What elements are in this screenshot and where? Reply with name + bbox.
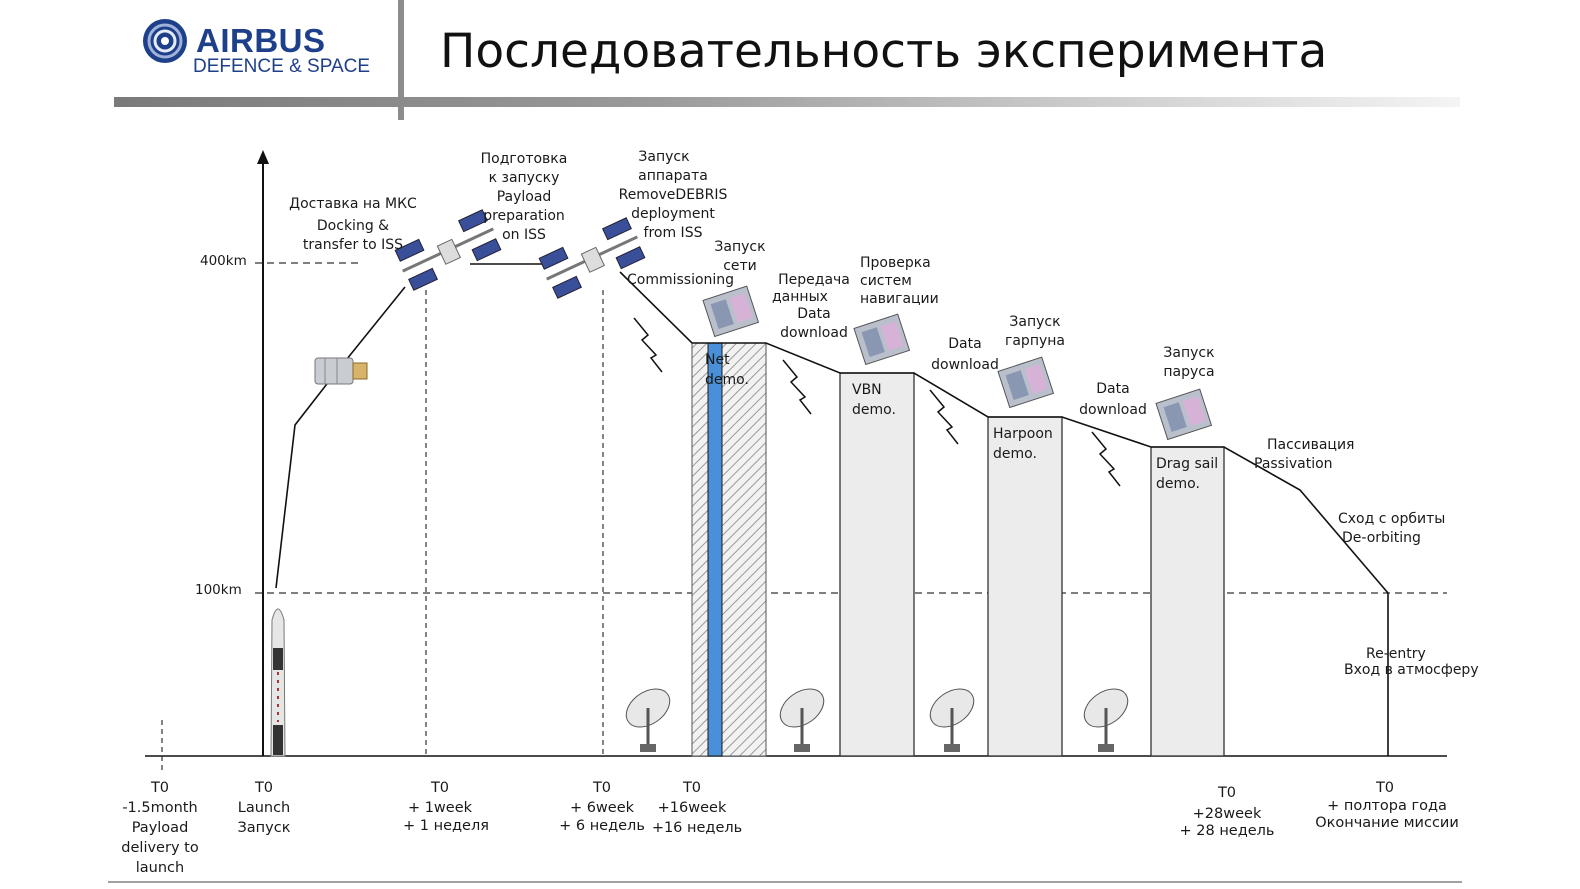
timeline-t1: T0 -1.5month Payload delivery to launch xyxy=(121,780,199,876)
net-demo-label: Net demo. xyxy=(705,352,749,388)
antenna-icon-3 xyxy=(929,688,975,752)
y-axis-arrow xyxy=(257,150,269,164)
antenna-icon-2 xyxy=(779,688,825,752)
axes xyxy=(108,150,1462,883)
airbus-logo-icon xyxy=(143,19,187,63)
trajectory-descent xyxy=(619,271,1389,756)
demo-boxes xyxy=(691,342,1225,757)
timeline-t3: T0 + 1week + 1 неделя xyxy=(403,780,489,834)
alt-100km-label: 100km xyxy=(195,582,242,598)
net-demo-stripe xyxy=(707,342,723,757)
vbn-demo-label: VBN demo. xyxy=(852,382,896,418)
satellite-icon-3 xyxy=(997,356,1055,409)
cargo-vehicle-icon xyxy=(314,357,368,385)
satellite-icon-1 xyxy=(702,285,760,338)
phase-prep: Подготовка к запуску Payload preparation… xyxy=(480,151,568,243)
phase-delivery-en1: Docking & xyxy=(316,218,390,234)
lightning-icons xyxy=(633,317,1121,487)
satellite-icon-4 xyxy=(1155,388,1213,441)
phase-deploy: Запуск аппарата RemoveDEBRIS deployment … xyxy=(618,149,728,241)
phase-harpoon-launch: Запуск гарпуна xyxy=(1005,314,1065,349)
timeline-t7: T0 + полтора года Окончание миссии xyxy=(1315,780,1459,831)
timeline-t5: T0 +16week +16 недель xyxy=(651,780,743,836)
lightning-icon-3 xyxy=(929,389,959,445)
satellite-icon-2 xyxy=(853,313,911,366)
ground-station-icons xyxy=(625,688,1129,752)
header: AIRBUS DEFENCE & SPACE Последовательност… xyxy=(0,0,1580,120)
phase-data-2: Data download xyxy=(931,336,999,373)
header-rule xyxy=(114,97,1460,107)
logo-subtitle: DEFENCE & SPACE xyxy=(193,56,371,77)
phase-data-1: Передача данных Data download xyxy=(772,272,850,341)
phase-data-3: Data download xyxy=(1079,381,1147,418)
harpoon-demo-label: Harpoon demo. xyxy=(993,426,1053,462)
phase-passivation: Пассивация Passivation xyxy=(1254,437,1355,472)
timeline-t6: T0 +28week + 28 недель xyxy=(1179,785,1275,839)
page-title: Последовательность эксперимента xyxy=(440,24,1328,79)
alt-400km-label: 400km xyxy=(200,253,247,269)
lightning-icon-2 xyxy=(782,359,812,415)
phase-delivery: Доставка на МКС Docking & transfer to IS… xyxy=(282,195,424,255)
vbn-demo-box xyxy=(839,372,915,757)
phase-commissioning: Commissioning xyxy=(627,272,735,288)
phase-delivery-en2: transfer to ISS xyxy=(302,237,404,253)
harpoon-demo-box xyxy=(987,416,1063,757)
logo-wordmark: AIRBUS xyxy=(196,22,326,59)
timeline-t2: T0 Launch Запуск xyxy=(237,780,291,836)
phase-net-launch: Запуск сети xyxy=(714,239,766,274)
timeline-t4: T0 + 6week + 6 недель xyxy=(559,780,645,834)
lightning-icon-4 xyxy=(1091,431,1121,487)
phase-deorbit: Сход с орбиты De-orbiting xyxy=(1338,511,1446,546)
sail-demo-box xyxy=(1150,446,1225,757)
net-demo-box xyxy=(691,342,767,757)
phase-sail-launch: Запуск паруса xyxy=(1163,345,1215,380)
lightning-icon-1 xyxy=(633,317,663,373)
rocket-icon xyxy=(270,608,286,757)
trajectory-line xyxy=(275,286,406,589)
phase-delivery-ru: Доставка на МКС xyxy=(289,196,417,212)
antenna-icon-1 xyxy=(625,688,671,752)
sail-demo-label: Drag sail demo. xyxy=(1156,456,1219,492)
phase-nav-check: Проверка систем навигации xyxy=(860,255,939,307)
antenna-icon-4 xyxy=(1083,688,1129,752)
iss-icon-2 xyxy=(538,217,646,299)
header-divider-vertical xyxy=(398,0,404,120)
iss-icon-1 xyxy=(394,209,502,291)
phase-reentry: Re-entry Вход в атмосферу xyxy=(1344,646,1479,678)
